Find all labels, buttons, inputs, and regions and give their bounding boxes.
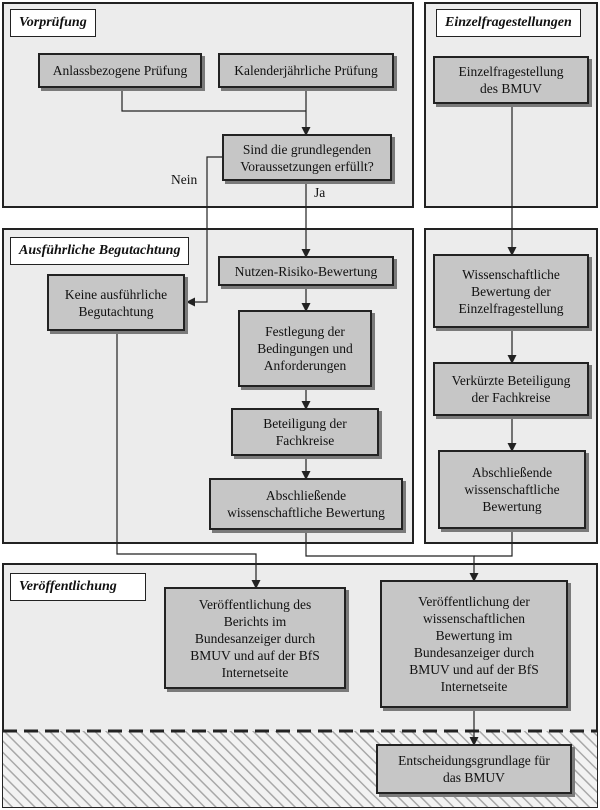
box-beteiligung-fachkreise-text: Beteiligung der Fachkreise [263, 416, 347, 448]
box-verkuerzte-beteiligung-text: Verkürzte Beteiligung der Fachkreise [451, 373, 571, 405]
box-abschliessende-bewertung-left: Abschließende wissenschaftliche Bewertun… [209, 478, 403, 530]
box-abschliessende-bewertung-left-text: Abschließende wissenschaftliche Bewertun… [227, 488, 385, 520]
box-einzelfragestellung-bmuv: Einzelfragestellung des BMUV [433, 56, 589, 104]
label-nein: Nein [171, 172, 198, 187]
section-label-einzelfragestellungen: Einzelfragestellungen [436, 9, 581, 37]
section-label-vorpruefung: Vorprüfung [10, 9, 96, 37]
box-nutzen-risiko-bewertung: Nutzen-Risiko-Bewertung [218, 256, 394, 286]
box-verkuerzte-beteiligung: Verkürzte Beteiligung der Fachkreise [433, 362, 589, 416]
box-veroeffentlichung-bericht-text: Veröffentlichung des Berichts im Bundesa… [190, 596, 320, 680]
box-keine-ausfuehrliche-begutachtung: Keine ausführliche Begutachtung [47, 274, 185, 331]
box-kalenderjaehrliche-pruefung-text: Kalenderjährliche Prüfung [234, 63, 378, 78]
box-kalenderjaehrliche-pruefung: Kalenderjährliche Prüfung [218, 53, 394, 88]
box-voraussetzungen-decision-text: Sind die grundlegenden Voraussetzungen e… [240, 141, 374, 174]
box-entscheidungsgrundlage: Entscheidungsgrundlage für das BMUV [376, 744, 572, 794]
box-anlassbezogene-pruefung: Anlassbezogene Prüfung [38, 53, 202, 88]
box-veroeffentlichung-bericht: Veröffentlichung des Berichts im Bundesa… [164, 587, 346, 689]
box-abschliessende-bewertung-right: Abschließende wissenschaftliche Bewertun… [438, 450, 586, 529]
section-label-ausfuehrliche-begutachtung: Ausführliche Begutachtung [10, 237, 190, 265]
box-entscheidungsgrundlage-text: Entscheidungsgrundlage für das BMUV [398, 753, 550, 785]
box-wissenschaftliche-bewertung-einzelfrage: Wissenschaftliche Bewertung der Einzelfr… [433, 254, 589, 328]
box-veroeffentlichung-wiss-bewertung-text: Veröffentlichung der wissenschaftlichen … [409, 594, 539, 694]
label-ja: Ja [314, 185, 326, 200]
box-nutzen-risiko-bewertung-text: Nutzen-Risiko-Bewertung [234, 263, 378, 279]
box-festlegung-bedingungen-text: Festlegung der Bedingungen und Anforderu… [257, 324, 353, 373]
box-anlassbezogene-pruefung-text: Anlassbezogene Prüfung [52, 63, 188, 78]
box-wissenschaftliche-bewertung-einzelfrage-text: Wissenschaftliche Bewertung der Einzelfr… [458, 266, 564, 316]
section-label-veroeffentlichung: Veröffentlichung [10, 573, 146, 601]
box-festlegung-bedingungen: Festlegung der Bedingungen und Anforderu… [238, 310, 372, 387]
box-einzelfragestellung-bmuv-text: Einzelfragestellung des BMUV [458, 64, 564, 96]
box-voraussetzungen-decision: Sind die grundlegenden Voraussetzungen e… [222, 134, 392, 181]
box-abschliessende-bewertung-right-text: Abschließende wissenschaftliche Bewertun… [464, 465, 560, 514]
box-veroeffentlichung-wiss-bewertung: Veröffentlichung der wissenschaftlichen … [380, 580, 568, 708]
box-keine-ausfuehrliche-begutachtung-text: Keine ausführliche Begutachtung [64, 286, 168, 319]
box-beteiligung-fachkreise: Beteiligung der Fachkreise [231, 408, 379, 456]
